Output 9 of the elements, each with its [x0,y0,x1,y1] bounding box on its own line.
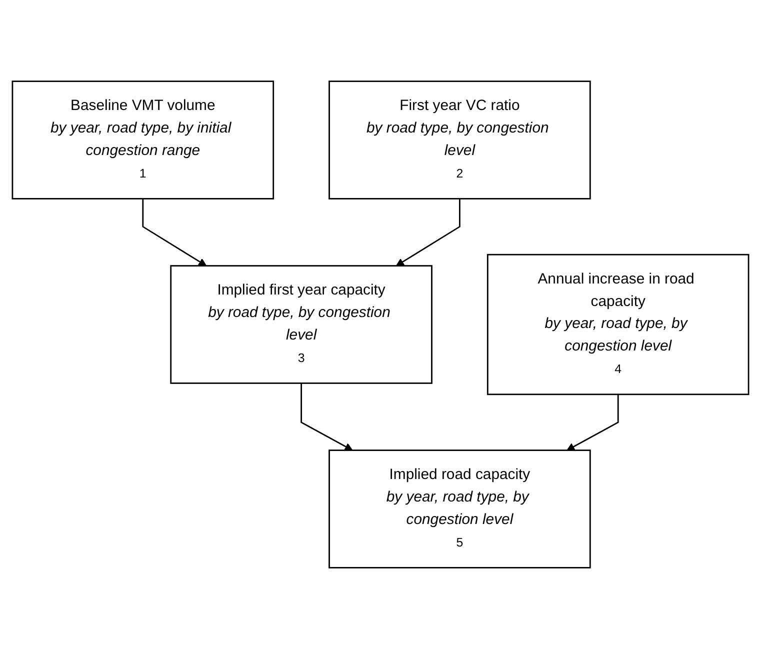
arrow [142,198,207,266]
node-box: Baseline VMT volume by year, road type, by initial congestion range 1 [12,80,274,200]
arrow [300,383,353,451]
arrow [566,394,619,451]
node-box: First year VC ratio by road type, by congestion level 2 [328,80,591,200]
node-box: Implied road capacity by year, road type, by congestion level 5 [328,450,591,568]
node-box: Implied first year capacity by road type, by congestion level 3 [170,265,432,384]
arrow [396,198,460,266]
node-box: Annual increase in road capacity by year, road type, by congestion level 4 [486,254,750,396]
